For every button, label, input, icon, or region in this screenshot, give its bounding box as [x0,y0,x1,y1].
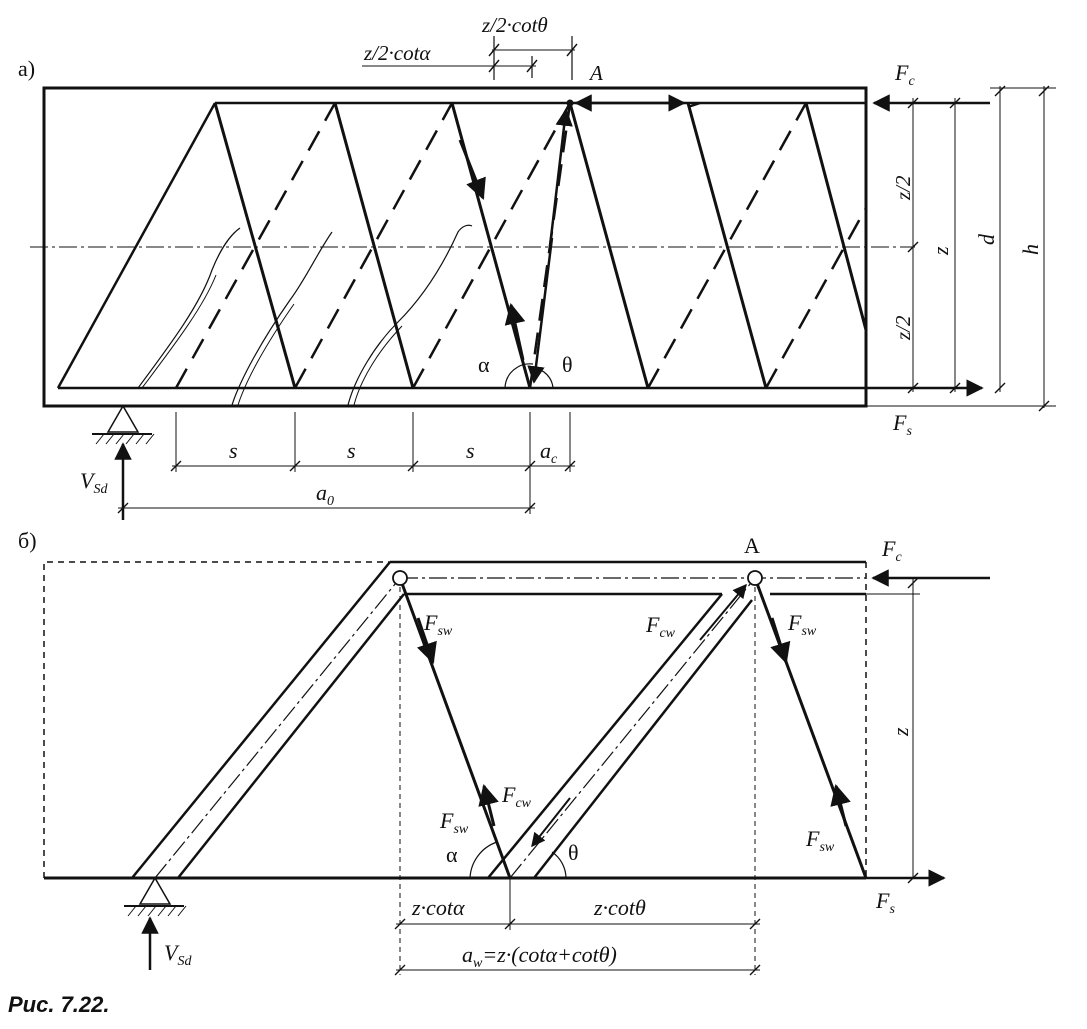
panel-b-label: б) [18,528,37,553]
dim-zcot-theta: z·cotθ [593,895,646,920]
support-b [138,876,172,905]
panel-a-label: а) [18,56,35,81]
dim-z-b: z [888,727,913,737]
angle-theta-b: θ [568,840,579,865]
force-fs-label-b: Fs [875,888,895,917]
dim-z-a: z [928,246,953,256]
dim-d: d [974,233,999,245]
stirrup-b-2 [753,577,868,879]
spacing-s-1: s [229,438,238,463]
strut-5 [646,102,808,389]
strut-mid-arrow-down [531,797,571,848]
node-b-left [392,570,408,586]
node-b-a [747,570,763,586]
crack-3b [353,325,403,406]
strut-band-left-inner [177,593,405,879]
crack-1 [137,227,241,389]
dim-z2-cot-theta: z/2·cotθ [481,13,548,37]
crack-2 [231,231,333,406]
dim-aw: aw=z·(cotα+cotθ) [462,942,617,971]
strut-end [56,102,217,389]
angle-theta-a: θ [562,352,573,377]
support-force-b: VSd [164,940,192,969]
label-fcw-2: Fcw [501,782,532,811]
force-fc-label-b: Fc [881,536,902,565]
force-fc-label-a: Fc [894,60,915,89]
stirrup-2 [333,102,415,389]
stirrup-4 [568,102,650,389]
strut-4-arrow-down [527,237,554,384]
label-fsw-2: Fsw [439,808,469,837]
strut-2 [293,102,454,389]
crack-3 [347,224,473,406]
stirrup-6 [804,102,868,331]
strut-3 [411,102,572,389]
stirrup-b-1 [398,577,512,879]
dim-z2-lower: z/2 [891,315,915,341]
top-chord-arrow-tail [687,101,701,109]
point-a-label-a: A [588,61,603,85]
stirrup-3-arrow-up [504,302,526,361]
force-fs-label-a: Fs [892,410,912,439]
strut-mid-arrow-up [699,583,747,641]
crack-2b [237,303,295,406]
stirrup-5 [686,102,768,389]
spacing-s-2: s [347,438,356,463]
dim-h: h [1018,244,1043,255]
dim-z2-upper: z/2 [891,175,915,201]
spacing-s-3: s [466,438,475,463]
strut-band-mid-inner [533,599,753,879]
angle-alpha-b: α [446,842,458,867]
point-a-label-b: A [744,533,760,558]
support-force-a: VSd [80,468,108,497]
label-fcw-1: Fcw [645,612,676,641]
dim-ac: ac [540,438,558,467]
strut-band-left-outer [131,561,391,879]
stirrup-1 [213,102,297,389]
figure-caption: Рис. 7.22. [8,992,110,1017]
strut-band-mid-outer [487,593,723,879]
strut-4-arrow-up [548,108,573,247]
strut-1 [174,102,337,389]
dim-a0: a0 [316,480,334,509]
label-fsw-1: Fsw [423,610,453,639]
strut-6 [764,207,868,389]
label-fsw-3: Fsw [787,610,817,639]
angle-alpha-arc-a [504,363,534,389]
node-a [566,99,574,107]
crack-1b [141,274,217,389]
angle-theta-arc-a [533,367,554,389]
stirrup-3-arrow-down [458,139,486,200]
dim-z2-cot-alpha: z/2·cotα [363,41,431,65]
dim-zcot-alpha: z·cotα [411,895,465,920]
angle-alpha-a: α [478,352,490,377]
support-a [106,404,140,433]
label-fsw-4: Fsw [805,826,835,855]
